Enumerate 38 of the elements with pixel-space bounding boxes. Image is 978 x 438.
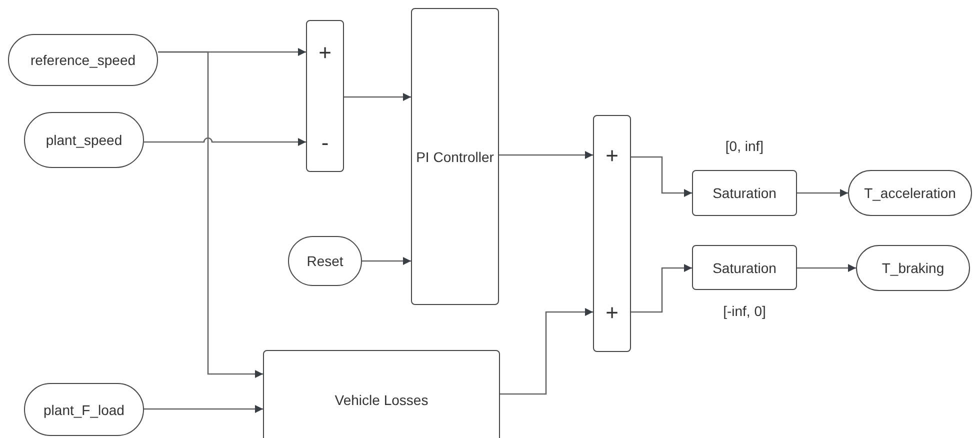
arrow (797, 189, 848, 197)
block-box (263, 350, 500, 438)
terminal-pill (288, 236, 362, 286)
sign-label: + (318, 41, 332, 65)
arrow (362, 257, 411, 265)
node-label: reference_speed (29, 51, 137, 69)
block-box (692, 245, 797, 290)
arrow (144, 137, 306, 146)
sum-block (306, 20, 344, 172)
node-label: Vehicle Losses (334, 391, 430, 409)
node-label: Saturation (712, 258, 778, 276)
arrow (500, 308, 593, 395)
terminal-pill (24, 383, 144, 436)
arrow (344, 93, 411, 101)
node-label: T_acceleration (863, 184, 957, 202)
range-label: [0, inf] (724, 137, 765, 155)
arrow (144, 405, 263, 413)
range-label: [-inf, 0] (722, 302, 767, 320)
sum-block (593, 115, 631, 352)
node-label: plant_F_load (42, 400, 126, 418)
sign-label: - (320, 131, 330, 155)
arrow (158, 51, 263, 378)
sign-label: + (604, 144, 620, 168)
node-label: Reset (306, 252, 344, 270)
node-label: Saturation (712, 184, 778, 202)
node-label: T_braking (880, 259, 946, 277)
block-box (692, 170, 797, 216)
arrow (631, 264, 692, 313)
node-label: PI Controller (415, 148, 495, 166)
block-box (411, 8, 499, 305)
arrow (499, 151, 593, 159)
terminal-pill (848, 170, 972, 216)
sign-label: + (604, 301, 620, 325)
terminal-pill (8, 34, 158, 86)
arrow (631, 156, 692, 197)
arrow (797, 264, 856, 272)
node-label: plant_speed (44, 131, 124, 149)
terminal-pill (856, 245, 970, 291)
